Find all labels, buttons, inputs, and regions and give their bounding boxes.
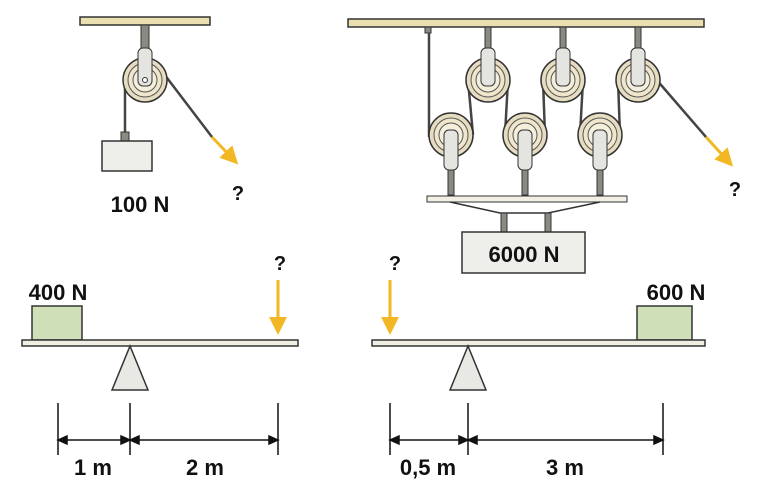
distance-label-right: 2 m — [186, 455, 224, 480]
ceiling — [79, 16, 211, 26]
fulcrum — [448, 344, 488, 391]
lever-beam — [21, 339, 299, 347]
ceiling — [347, 18, 705, 28]
weight-block — [461, 231, 586, 274]
weight-block — [636, 305, 693, 341]
lever-left: 400 N ? 1 m 2 m — [21, 253, 299, 480]
lever-beam — [371, 339, 706, 347]
dimension-lines — [56, 403, 280, 455]
distance-label-right: 3 m — [546, 455, 584, 480]
dimension-lines — [388, 403, 665, 455]
rope — [427, 33, 622, 137]
load-plate — [426, 195, 628, 203]
pulley-bracket — [137, 47, 153, 87]
weight-block — [101, 140, 153, 172]
fulcrum — [110, 344, 150, 391]
force-arrow — [704, 135, 734, 167]
single-pulley-system: 100 N ? — [79, 16, 244, 217]
unknown-force-label: ? — [729, 179, 741, 201]
force-arrow — [210, 135, 239, 165]
distance-label-left: 1 m — [74, 455, 112, 480]
movable-pulleys — [428, 112, 623, 196]
rope — [654, 77, 707, 138]
unknown-force-label: ? — [232, 183, 244, 205]
unknown-force-label: ? — [274, 253, 286, 275]
fixed-pulleys — [465, 47, 661, 103]
rope — [160, 69, 213, 138]
lever-right: 600 N ? 0,5 m 3 m — [371, 253, 706, 480]
load-label: 100 N — [111, 192, 170, 217]
pulley-rod — [140, 24, 150, 50]
pulley-block-system: 6000 N ? — [347, 18, 741, 274]
load-label: 600 N — [647, 280, 706, 305]
distance-label-left: 0,5 m — [400, 455, 456, 480]
load-label: 400 N — [29, 280, 88, 305]
load-label: 6000 N — [489, 242, 560, 267]
weight-block — [31, 305, 83, 341]
unknown-force-label: ? — [389, 253, 401, 275]
